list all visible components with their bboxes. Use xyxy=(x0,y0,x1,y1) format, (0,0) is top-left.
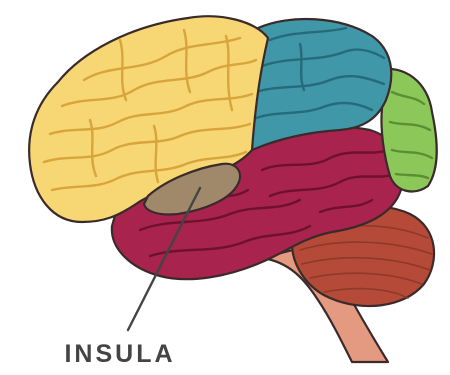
insula-label: INSULA xyxy=(0,340,240,369)
